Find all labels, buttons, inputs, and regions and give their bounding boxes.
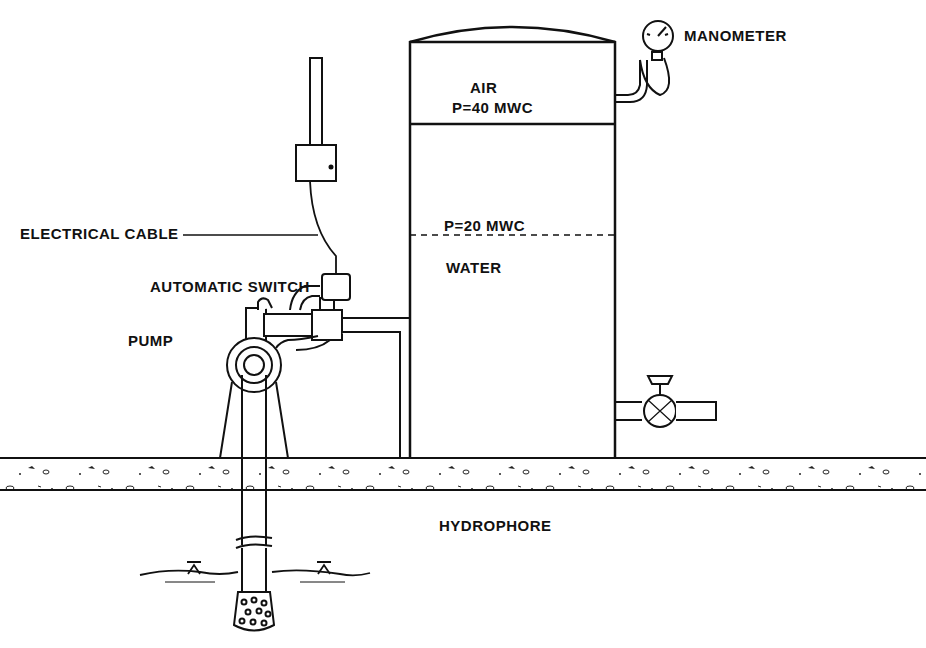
concrete-floor (0, 458, 926, 490)
tank-text: AIR (470, 80, 497, 97)
floor-edge (0, 489, 926, 491)
pump-label: PUMP (128, 333, 173, 350)
water-table (140, 562, 370, 582)
pump-body (220, 338, 288, 458)
outlet-valve (615, 376, 716, 427)
switch-label: AUTOMATIC SWITCH (150, 279, 310, 296)
caption-label: HYDROPHORE (439, 518, 552, 535)
leader-line (183, 234, 318, 236)
tank (410, 27, 615, 458)
tank-text: P=20 MWC (444, 218, 525, 235)
pressure-switch (322, 274, 350, 300)
tank-text: WATER (446, 260, 502, 277)
floor-edge (0, 457, 926, 459)
tank-text: P=40 MWC (452, 100, 533, 117)
cable-label: ELECTRICAL CABLE (20, 226, 179, 243)
manometer-gauge (615, 21, 673, 102)
suction-pipe (234, 375, 274, 631)
hydrophore-tank: AIR P=40 MWC P=20 MWC WATER (410, 42, 615, 458)
manometer-label: MANOMETER (684, 28, 787, 45)
control-box (296, 58, 336, 274)
